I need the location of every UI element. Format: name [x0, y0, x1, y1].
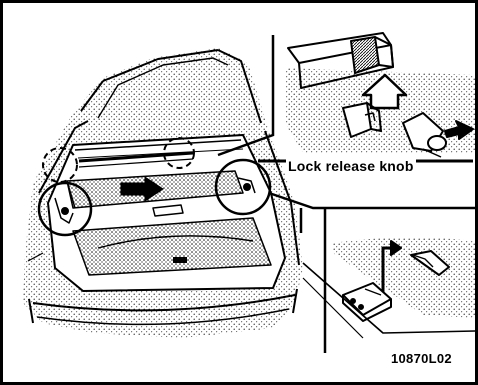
lock-release-knob-label: Lock release knob [286, 158, 416, 174]
figure-code: 10870L02 [391, 351, 452, 366]
cargo-cover-diagram [3, 3, 478, 385]
detail-top-holder [285, 33, 475, 157]
car-rear-view [23, 48, 303, 338]
detail-bottom-holder [303, 237, 475, 338]
